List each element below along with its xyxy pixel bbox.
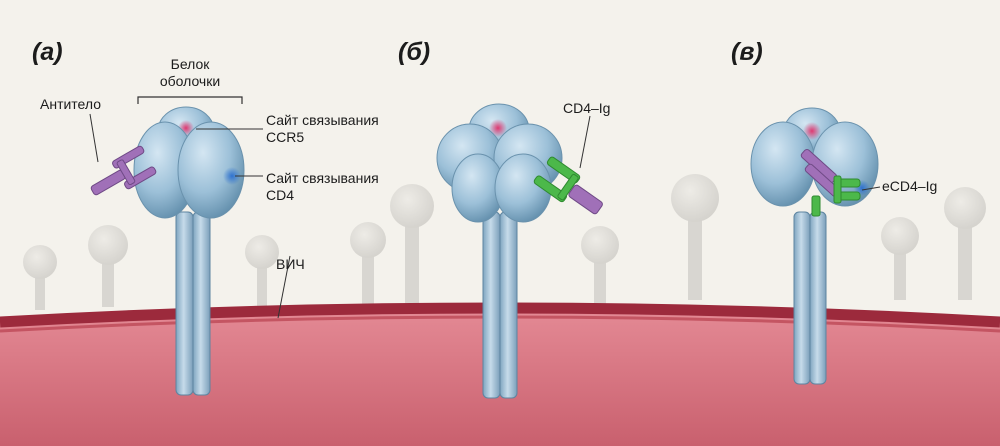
ecd4-ig-c bbox=[800, 148, 861, 217]
envelope-protein-b bbox=[436, 103, 563, 399]
stem-right bbox=[192, 211, 211, 396]
cd4-site-label: Сайт связывания CD4 bbox=[266, 170, 379, 203]
leader-line-c bbox=[861, 186, 881, 191]
hiv-label: ВИЧ bbox=[276, 256, 305, 272]
envelope-bracket bbox=[137, 96, 243, 104]
ecd4-ig-label: eCD4–Ig bbox=[882, 178, 938, 194]
envelope-protein-c bbox=[750, 107, 879, 385]
panel-c-letter: (в) bbox=[731, 38, 763, 66]
leader-line-b bbox=[579, 115, 591, 169]
cd4-ig-label: CD4–Ig bbox=[563, 100, 611, 116]
stem-left bbox=[175, 211, 194, 396]
antibody-a bbox=[90, 145, 157, 196]
cd4-site bbox=[223, 167, 241, 185]
ccr5-site-label: Сайт связывания CCR5 bbox=[266, 112, 379, 145]
envelope-protein-label: Белок оболочки bbox=[159, 56, 221, 89]
background-proteins bbox=[23, 174, 986, 310]
envelope-protein-a bbox=[133, 106, 245, 396]
panel-b-letter: (б) bbox=[398, 38, 431, 66]
antibody-label: Антитело bbox=[40, 96, 101, 112]
panel-a-letter: (а) bbox=[32, 38, 63, 66]
leader-lines-a bbox=[89, 113, 291, 319]
cd4-ig-b bbox=[533, 156, 603, 215]
